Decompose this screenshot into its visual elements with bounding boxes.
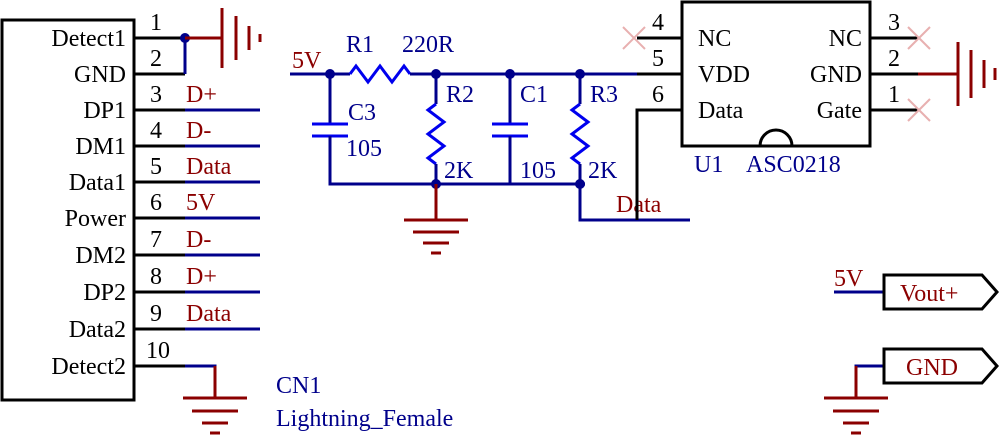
gnd-port-label: GND — [906, 355, 958, 381]
u1-orientation-notch — [758, 128, 794, 147]
cn1-pin-number: 1 — [150, 10, 162, 36]
cn1-pin-name: DP2 — [83, 280, 126, 306]
cn1-pin-leads — [134, 36, 185, 368]
cn1-pin-name: DP1 — [83, 98, 126, 124]
cn1-pin-name: Detect2 — [51, 354, 126, 380]
u1-pin-name: NC — [698, 26, 731, 52]
cn1-pin-number: 2 — [150, 46, 162, 72]
u1-pin-name: VDD — [698, 62, 750, 88]
filter-network: 5V R1 220R C3 105 R2 2K — [290, 32, 690, 255]
gnd-port-shape — [882, 347, 1000, 385]
cn1-pin-name: DM1 — [75, 134, 126, 160]
junction-dot — [431, 69, 441, 79]
cn1-pin-name: Data1 — [69, 170, 126, 196]
cn1-pin-number: 10 — [146, 338, 170, 364]
u1-part-name: ASC0218 — [746, 152, 841, 178]
cn1-body — [0, 18, 136, 402]
r3-value: 2K — [588, 158, 618, 184]
u1-pin-name: Gate — [817, 98, 862, 124]
cn1-pin-number: 6 — [150, 190, 162, 216]
cn1-pin-number: 7 — [150, 227, 162, 253]
u1-designator: U1 — [694, 152, 723, 178]
cn1-pin-number: 3 — [150, 82, 162, 108]
cn1-net-label: D+ — [186, 82, 217, 108]
ground-symbol-cn1-bottom — [183, 366, 247, 435]
vout-port-shape — [882, 273, 1000, 311]
ground-symbol-filter — [404, 184, 468, 255]
capacitor-c1 — [492, 74, 528, 184]
cn1-pin-number: 9 — [150, 301, 162, 327]
cn1-net-label: D- — [186, 227, 211, 253]
cn1-pin-name: DM2 — [75, 243, 126, 269]
vout-port-label: Vout+ — [900, 281, 958, 307]
c3-value: 105 — [346, 136, 382, 162]
cn1-pin-number: 4 — [150, 118, 162, 144]
cn1-designator: CN1 — [276, 373, 321, 399]
cn1-net-label: Data — [186, 154, 232, 180]
cn1-net-label: 5V — [186, 190, 216, 216]
u1-pin-name: Data — [698, 98, 744, 124]
cn1-pin-number: 8 — [150, 264, 162, 290]
u1-pin-number: 5 — [652, 46, 664, 72]
ground-symbol-port — [824, 366, 888, 435]
cn1-pin-number: 5 — [150, 154, 162, 180]
cn1-net-label: Data — [186, 301, 232, 327]
vout-net-label: 5V — [834, 266, 864, 292]
r1-designator: R1 — [346, 32, 374, 58]
cn1-pin-name: GND — [74, 62, 126, 88]
c3-designator: C3 — [348, 100, 376, 126]
no-connect-marker — [907, 26, 931, 50]
r2-designator: R2 — [446, 82, 474, 108]
ic-u1: 4 5 6 3 2 1 NC VDD Data NC GND Gate U1 A… — [622, 0, 997, 220]
u1-pin-name: NC — [829, 26, 862, 52]
resistor-r1 — [348, 63, 412, 85]
port-gnd: GND — [824, 347, 1000, 435]
junction-dot — [575, 179, 585, 189]
u1-pin-number: 2 — [888, 46, 900, 72]
u1-pin-number: 1 — [888, 82, 900, 108]
ground-symbol-u1 — [918, 42, 997, 106]
r1-value: 220R — [402, 32, 454, 58]
u1-pin-number: 3 — [888, 10, 900, 36]
no-connect-marker — [907, 98, 931, 122]
ground-symbol-cn1-top — [185, 8, 262, 68]
cn1-pin-name: Detect1 — [51, 26, 126, 52]
u1-pin-number: 4 — [652, 10, 664, 36]
data-net-label: Data — [616, 192, 662, 218]
cn1-part-name: Lightning_Female — [276, 406, 453, 432]
cn1-pin-name: Data2 — [69, 317, 126, 343]
port-vout: 5V Vout+ — [834, 266, 1000, 311]
u1-body — [680, 0, 872, 148]
junction-dot — [575, 69, 585, 79]
r2-value: 2K — [444, 158, 474, 184]
c1-designator: C1 — [520, 82, 548, 108]
no-connect-marker — [622, 26, 646, 50]
r3-designator: R3 — [590, 82, 618, 108]
cn1-net-label: D- — [186, 118, 211, 144]
cn1-net-label: D+ — [186, 264, 217, 290]
connector-cn1: Detect1 GND DP1 DM1 Data1 Power DM2 DP2 … — [0, 8, 453, 435]
power-net-label: 5V — [292, 48, 322, 74]
c1-value: 105 — [520, 158, 556, 184]
capacitor-c3 — [312, 74, 585, 186]
junction-dot — [325, 69, 335, 79]
junction-dot — [505, 69, 515, 79]
u1-pin-name: GND — [810, 62, 862, 88]
cn1-pin-name: Power — [65, 206, 126, 232]
u1-pin-number: 6 — [652, 82, 664, 108]
